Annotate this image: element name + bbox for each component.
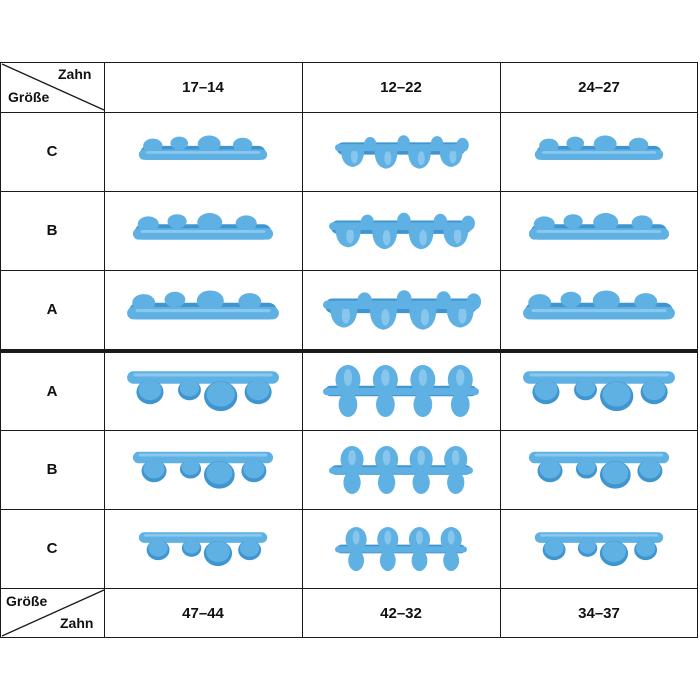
column-divider <box>500 62 502 638</box>
lower-impression-a-2 <box>323 365 479 417</box>
column-divider <box>104 62 106 638</box>
lower-impression-c-3 <box>534 532 664 567</box>
upper-row-1-size: C <box>46 143 58 160</box>
row-divider <box>0 270 698 272</box>
lower-impression-c-2 <box>335 527 467 571</box>
row-divider <box>0 112 698 114</box>
row-divider <box>0 509 698 511</box>
tooth-size-table: Zahn Größe 17–14 12–22 24–27 C B A A B C… <box>0 62 700 639</box>
row-divider <box>0 62 698 64</box>
footer-col-1: 47–44 <box>182 604 224 622</box>
upper-impression-a-3 <box>523 290 675 320</box>
header-groesse-label: Größe <box>8 89 50 105</box>
footer-col-3: 34–37 <box>578 604 620 622</box>
footer-zahn-label: Zahn <box>60 615 94 631</box>
upper-impression-c-3 <box>534 135 664 160</box>
lower-row-3-size: C <box>46 540 58 557</box>
upper-row-2-size: B <box>46 222 58 239</box>
row-divider <box>0 191 698 193</box>
lower-row-2-size: B <box>46 461 58 478</box>
upper-impression-b-2 <box>329 212 475 250</box>
lower-impression-b-3 <box>528 451 670 489</box>
row-divider <box>0 588 698 590</box>
upper-impression-a-2 <box>323 290 482 330</box>
lower-impression-b-1 <box>132 451 274 489</box>
lower-impression-c-1 <box>138 532 268 567</box>
lower-impression-b-2 <box>329 446 473 494</box>
column-divider <box>697 62 699 638</box>
footer-groesse-label: Größe <box>6 593 48 609</box>
header-zahn-label: Zahn <box>58 66 92 82</box>
column-divider <box>302 62 304 638</box>
corner-diagonal <box>1 589 104 637</box>
upper-impression-a-1 <box>127 290 279 320</box>
lower-impression-a-3 <box>523 371 675 412</box>
column-divider <box>0 62 2 638</box>
lower-row-1-size: A <box>46 382 58 400</box>
upper-impression-c-1 <box>138 135 268 160</box>
row-divider <box>0 430 698 432</box>
upper-impression-b-1 <box>132 213 274 240</box>
row-divider <box>0 637 698 639</box>
header-col-3: 24–27 <box>578 78 620 96</box>
upper-impression-c-2 <box>335 135 469 169</box>
header-col-2: 12–22 <box>380 78 422 96</box>
upper-row-3-size: A <box>46 301 58 318</box>
upper-lower-divider <box>0 349 698 353</box>
upper-impression-b-3 <box>528 213 670 240</box>
header-col-1: 17–14 <box>182 78 224 96</box>
lower-impression-a-1 <box>127 371 279 412</box>
corner-diagonal <box>1 63 104 111</box>
footer-col-2: 42–32 <box>380 604 422 622</box>
